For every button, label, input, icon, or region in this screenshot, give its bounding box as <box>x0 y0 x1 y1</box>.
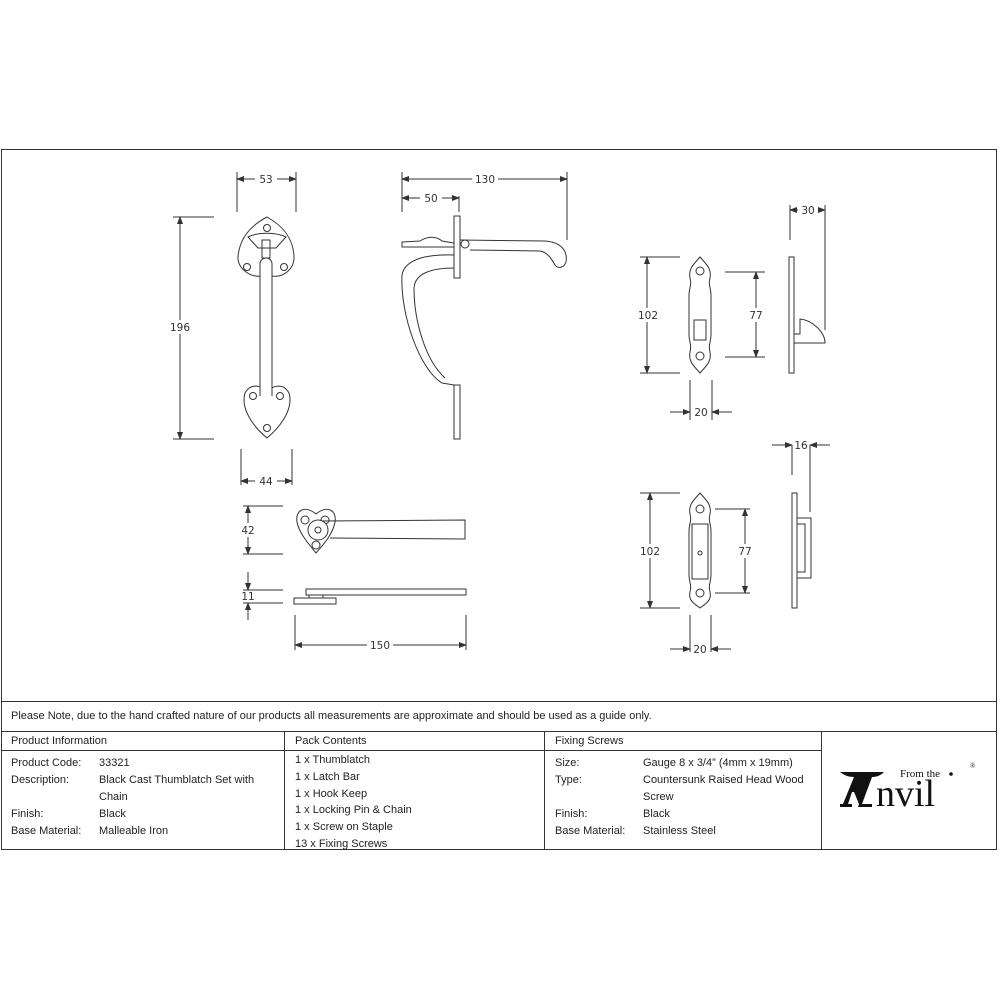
fixing-screws-column: Fixing Screws Size:Gauge 8 x 3/4” (4mm x… <box>545 732 822 850</box>
svg-text:42: 42 <box>241 525 254 537</box>
handle-side-view <box>401 172 568 440</box>
svg-text:102: 102 <box>640 546 660 558</box>
logo-column: From the nvil ® <box>822 732 997 850</box>
svg-text:77: 77 <box>749 310 762 322</box>
svg-text:nvil: nvil <box>876 773 935 810</box>
svg-text:130: 130 <box>475 174 495 186</box>
svg-text:20: 20 <box>694 407 707 419</box>
latch-bar-views <box>243 505 467 650</box>
product-code-row: Product Code:33321 <box>11 757 130 769</box>
svg-text:16: 16 <box>794 440 808 452</box>
screw-base-material-row: Base Material:Stainless Steel <box>555 825 716 837</box>
from-the-anvil-logo: From the nvil ® <box>840 762 976 810</box>
svg-text:196: 196 <box>170 322 190 334</box>
drawing-frame <box>1 149 997 850</box>
pack-item: 13 x Fixing Screws <box>295 837 388 850</box>
pack-contents-column: Pack Contents 1 x Thumblatch 1 x Latch B… <box>285 732 545 850</box>
svg-text:150: 150 <box>370 640 390 652</box>
svg-text:®: ® <box>970 762 976 770</box>
svg-text:44: 44 <box>259 476 273 488</box>
finish-row: Finish:Black <box>11 808 126 820</box>
svg-text:102: 102 <box>638 310 658 322</box>
svg-text:11: 11 <box>241 591 254 603</box>
anvil-icon <box>840 772 884 807</box>
type-row: Type:Countersunk Raised Head Wood Screw <box>555 774 804 803</box>
pack-item: 1 x Latch Bar <box>295 770 360 783</box>
technical-drawing: 53 196 44 130 50 102 77 20 30 102 77 20 … <box>170 172 830 656</box>
product-spec-table: Product Information Product Code:33321 D… <box>1 731 997 850</box>
svg-text:53: 53 <box>259 174 272 186</box>
svg-text:30: 30 <box>801 205 814 217</box>
pack-item: 1 x Locking Pin & Chain <box>295 804 412 817</box>
description-row: Description:Black Cast Thumblatch Set wi… <box>11 774 255 803</box>
pack-item: 1 x Thumblatch <box>295 754 371 766</box>
pack-item: 1 x Screw on Staple <box>295 821 393 834</box>
screw-finish-row: Finish:Black <box>555 808 670 820</box>
handle-front-view <box>173 172 297 485</box>
svg-text:50: 50 <box>424 193 437 205</box>
product-information-header: Product Information <box>1 732 284 751</box>
pack-item: 1 x Hook Keep <box>295 787 368 800</box>
size-row: Size:Gauge 8 x 3/4” (4mm x 19mm) <box>555 757 793 769</box>
measurement-disclaimer: Please Note, due to the hand crafted nat… <box>1 701 997 731</box>
pack-contents-header: Pack Contents <box>285 732 544 751</box>
base-material-row: Base Material:Malleable Iron <box>11 825 169 837</box>
product-information-column: Product Information Product Code:33321 D… <box>1 732 285 850</box>
svg-text:77: 77 <box>738 546 751 558</box>
svg-text:20: 20 <box>693 644 706 656</box>
svg-text:From the: From the <box>900 768 940 780</box>
fixing-screws-header: Fixing Screws <box>545 732 821 751</box>
hook-keep-front-view <box>640 205 826 420</box>
